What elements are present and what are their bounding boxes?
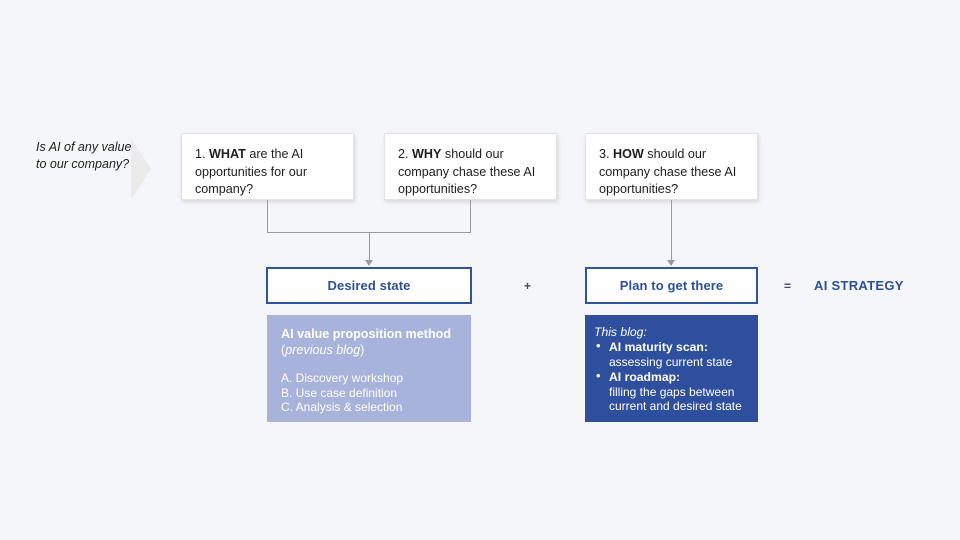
panel-plan-bullet-title: AI maturity scan: [609, 340, 708, 354]
list-item: AI maturity scan: assessing current stat… [594, 339, 748, 369]
connector-how-down [671, 200, 672, 265]
step-keyword-why: WHY [412, 147, 442, 161]
chevron-right-icon [131, 138, 151, 200]
panel-desired-list-item: C. Analysis & selection [281, 400, 403, 414]
step-text-what: are the AI opportunities for our company… [195, 147, 308, 196]
step-box-why: 2. WHY should our company chase these AI… [384, 133, 557, 200]
step-number-how: 3. [599, 147, 610, 161]
step-keyword-what: WHAT [209, 147, 246, 161]
desired-state-box: Desired state [266, 267, 472, 304]
ai-strategy-label: AI STRATEGY [814, 278, 904, 293]
panel-desired-list-item: B. Use case definition [281, 385, 398, 400]
plan-label: Plan to get there [619, 278, 724, 293]
step-keyword-how: HOW [613, 147, 644, 161]
panel-desired-list: A. Discovery workshop B. Use case defini… [281, 371, 457, 415]
panel-plan-bullet-title: AI roadmap: [609, 370, 681, 384]
list-item: AI roadmap: filling the gaps between cur… [594, 369, 748, 414]
panel-plan-bullet-desc: filling the gaps between current and des… [609, 384, 742, 414]
panel-desired-list-item: A. Discovery workshop [281, 371, 404, 385]
panel-desired-title: AI value proposition method [281, 327, 452, 341]
step-text-how: should our company chase these AI opport… [599, 147, 737, 196]
connector-bracket-down [369, 232, 370, 265]
step-text-why: should our company chase these AI opport… [398, 147, 536, 196]
panel-plan-lead: This blog: [594, 325, 647, 339]
equals-symbol: = [784, 279, 792, 293]
panel-plan-bullet-desc: assessing current state [609, 354, 733, 369]
this-blog-panel: This blog: AI maturity scan: assessing c… [585, 315, 758, 422]
plus-symbol: + [524, 279, 532, 293]
panel-desired-subtitle: (previous blog) [281, 342, 457, 358]
step-box-what: 1. WHAT are the AI opportunities for our… [181, 133, 354, 200]
step-box-how: 3. HOW should our company chase these AI… [585, 133, 758, 200]
step-number-why: 2. [398, 147, 409, 161]
connector-what-down [267, 200, 268, 233]
panel-desired-subtitle-text: previous blog [285, 343, 361, 357]
plan-box: Plan to get there [585, 267, 758, 304]
arrowhead-to-desired-state [365, 260, 373, 266]
panel-desired-subtitle-open: ( [281, 343, 286, 357]
desired-state-label: Desired state [327, 278, 411, 293]
step-number-what: 1. [195, 147, 206, 161]
panel-plan-bullet-list: AI maturity scan: assessing current stat… [594, 339, 748, 414]
connector-why-down [470, 200, 471, 233]
ai-value-proposition-panel: AI value proposition method (previous bl… [267, 315, 471, 422]
arrowhead-to-plan [667, 260, 675, 266]
panel-desired-subtitle-close: ) [360, 343, 365, 357]
opening-question-text: Is AI of any value to our company? [36, 140, 132, 171]
